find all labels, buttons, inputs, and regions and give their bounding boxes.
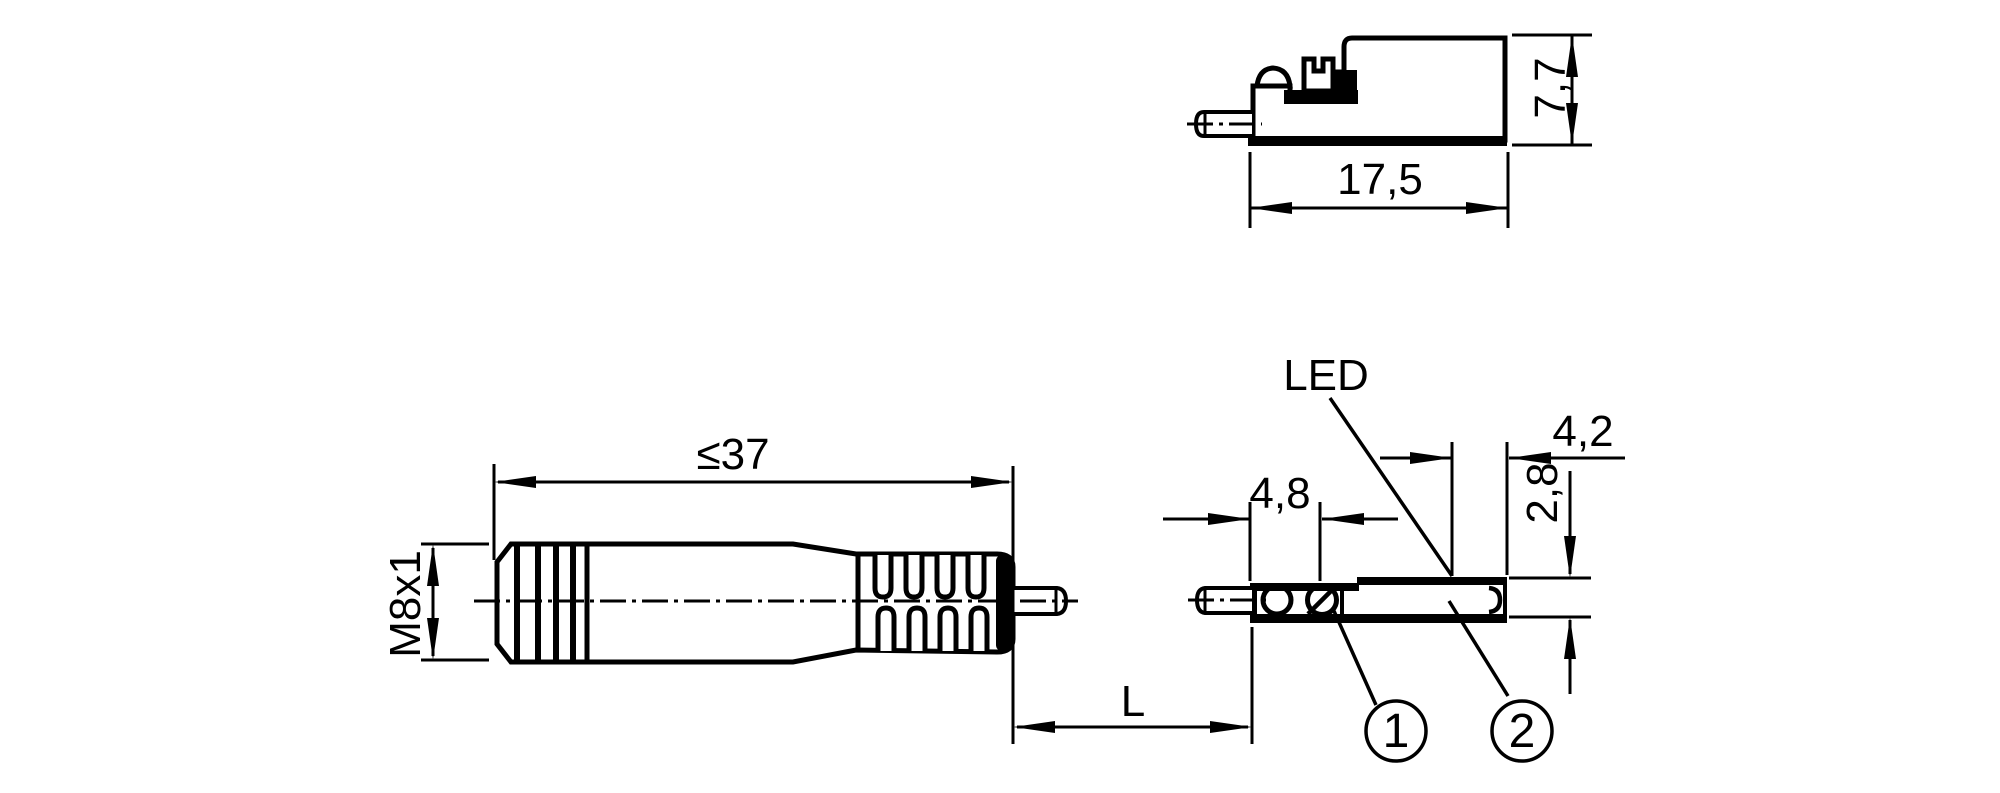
arrow-right (1210, 721, 1252, 733)
side-view-body-outline (1250, 35, 1508, 143)
balloon-1: 1 (1332, 610, 1428, 763)
dim-max-length-37: ≤37 (492, 430, 1013, 560)
dim-thread-label: M8x1 (381, 550, 430, 658)
front-top-edge-left (1250, 583, 1359, 591)
grip-ribs-upper (872, 555, 987, 600)
arrow-down (427, 618, 439, 660)
dim-height-2-8: 2,8 (1509, 462, 1591, 694)
dim-length-label: 17,5 (1337, 155, 1423, 204)
grip-ribs-lower (875, 605, 990, 651)
dim-length-17-5: 17,5 (1248, 152, 1510, 228)
arrow-down-in (1564, 536, 1576, 578)
screw-slot-line (1306, 584, 1338, 616)
front-top-edge-right (1357, 577, 1507, 585)
led-leader-line (1328, 397, 1454, 577)
led-label: LED (1283, 351, 1369, 400)
slot-end-arc (1488, 585, 1503, 615)
arrow-left (1250, 202, 1292, 214)
dim-cable-length-label: L (1121, 677, 1145, 726)
balloon-2: 2 (1447, 600, 1554, 763)
front-left-edge (1250, 583, 1257, 623)
dim-led-offset-4-2: 4,2 (1380, 407, 1625, 576)
arrow-left (494, 476, 536, 488)
arrow-left (1013, 721, 1055, 733)
dome-bump (1254, 65, 1293, 89)
dim-screw-offset-4-8: 4,8 (1163, 469, 1398, 581)
dim-led-offset-label: 4,2 (1552, 407, 1613, 456)
connector-view: M8x1 ≤37 L (381, 430, 1254, 744)
dim-max-length-label: ≤37 (696, 430, 769, 479)
balloon-2-circle (1490, 699, 1554, 763)
arrow-left-in (1322, 513, 1364, 525)
dim-height-label: 7,7 (1526, 57, 1575, 118)
dim-thread-m8x1: M8x1 (381, 542, 489, 662)
arrow-down (1566, 103, 1578, 145)
arrow-up (1566, 35, 1578, 77)
dim-cable-length-L: L (1013, 627, 1254, 744)
arrow-right (971, 476, 1013, 488)
side-view-step-block (1337, 70, 1357, 104)
grip-end-cap (996, 555, 1012, 651)
dim-height-2-8-label: 2,8 (1518, 462, 1567, 523)
dim-height-7-7: 7,7 (1512, 33, 1592, 147)
balloon-2-number: 2 (1509, 705, 1536, 758)
side-view-bottom-edge (1248, 136, 1507, 146)
balloon-1-number: 1 (1383, 705, 1410, 758)
led-callout: LED (1283, 351, 1454, 577)
arrow-right-in (1410, 452, 1452, 464)
arrow-left-in (1509, 452, 1551, 464)
dim-screw-offset-label: 4,8 (1249, 469, 1310, 518)
arrow-right-in (1208, 513, 1250, 525)
front-view: 4,8 4,2 2,8 LED (1163, 351, 1625, 763)
balloon-2-leader (1447, 600, 1510, 697)
clip-shape (1301, 56, 1336, 94)
front-bottom-edge (1250, 614, 1507, 623)
arrow-up-in (1564, 617, 1576, 659)
thread-nut-ridges (514, 546, 576, 660)
arrow-right (1466, 202, 1508, 214)
balloon-1-circle (1364, 699, 1428, 763)
side-view: 7,7 17,5 (1187, 33, 1592, 228)
arrow-up (427, 544, 439, 586)
clamping-screw (1305, 583, 1339, 617)
balloon-1-leader (1332, 610, 1378, 706)
